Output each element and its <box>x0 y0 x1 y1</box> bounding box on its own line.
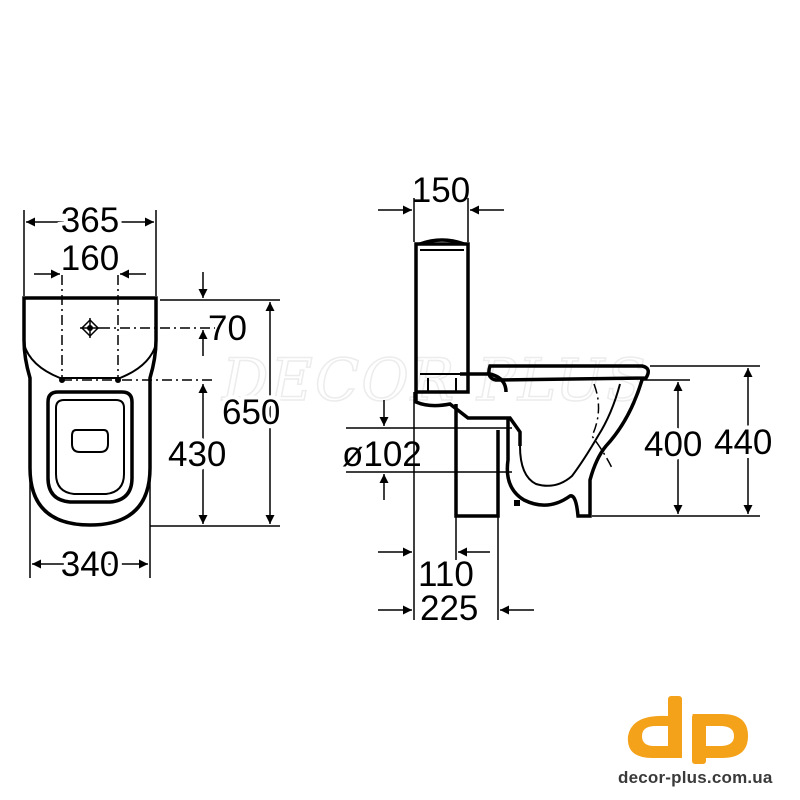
dim-inlet-offset: 70 <box>208 309 247 348</box>
dim-total-length: 650 <box>222 393 280 432</box>
trap-inner <box>519 383 621 487</box>
top-view: 365 160 650 70 430 340 <box>22 197 284 588</box>
top-view-outline <box>22 296 158 527</box>
flush-button-icon <box>80 318 100 338</box>
dim-tank-depth: 150 <box>412 171 470 210</box>
dim-width-top: 365 <box>61 201 119 240</box>
dim-pan-to-wall: 225 <box>420 589 478 628</box>
dim-seat-height: 440 <box>714 423 772 462</box>
tank <box>414 242 470 394</box>
bowl-hidden-line <box>591 383 613 469</box>
side-view: 150 ø102 400 440 110 225 <box>338 171 776 628</box>
seat-lid <box>46 390 134 504</box>
lid-handle <box>71 429 109 453</box>
seat-inner <box>55 399 125 495</box>
decor-plus-logo <box>627 696 748 764</box>
tank-lid <box>419 238 465 246</box>
dim-width-bottom: 340 <box>61 545 119 584</box>
tank-edge <box>23 343 157 379</box>
dim-outlet-to-wall: 110 <box>418 555 474 594</box>
bowl-outer <box>505 379 644 518</box>
dim-outlet-diameter: ø102 <box>342 435 422 474</box>
toilet-seat <box>487 364 650 382</box>
website-url[interactable]: decor-plus.com.ua <box>618 768 773 787</box>
dim-bolt-to-front: 430 <box>168 435 226 474</box>
dim-bolt-spacing: 160 <box>61 239 119 278</box>
dim-bowl-height: 400 <box>644 425 702 464</box>
